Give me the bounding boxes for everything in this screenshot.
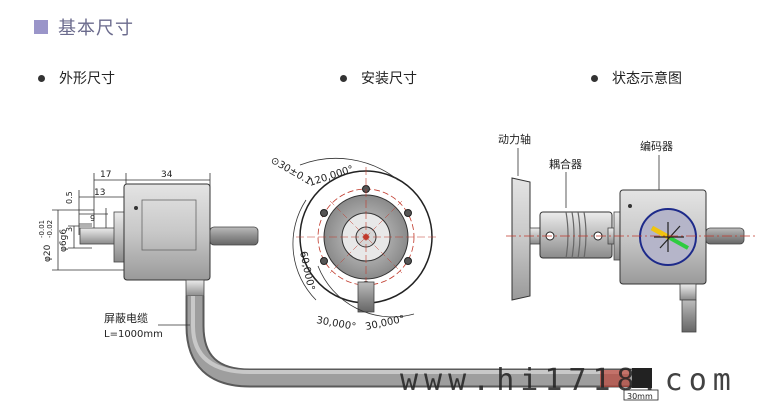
screw-icon (134, 206, 138, 210)
cable-marker (600, 370, 630, 387)
encoder-label-plate (141, 199, 197, 251)
watermark: www.hi1718.com (400, 363, 737, 398)
scale-label: 30mm (627, 392, 653, 401)
section-status: 状态示意图 (591, 68, 682, 88)
dim-34: 34 (161, 170, 173, 180)
dim-9: 9 (90, 214, 95, 223)
bolt-hole-icon (404, 257, 412, 265)
bolt-hole-icon (320, 209, 328, 217)
bolt-hole-icon (404, 209, 412, 217)
dia-20-tol-upper: -0.01 (38, 220, 46, 238)
section-outline-label: 外形尺寸 (59, 71, 115, 87)
dim-17: 17 (100, 170, 111, 180)
drive-plate (511, 177, 531, 301)
cable-gland (185, 279, 205, 297)
angle-30-left: 30,000° (315, 315, 356, 333)
yellow-indicator (650, 225, 672, 241)
cable-label-name: 屏蔽电缆 (104, 312, 148, 325)
section-mounting: 安装尺寸 (340, 68, 417, 88)
outline-drawing: 17 34 13 0.5 9 3 φ20 -0.01 -0.02 φ6g6 屏蔽… (38, 170, 652, 388)
status-cable-down (681, 299, 697, 333)
mount-cable (357, 281, 375, 313)
shaft-label: 动力轴 (498, 132, 531, 146)
angle-120: 120,000° (308, 164, 355, 189)
bolt-circle-dim: ⊙30±0.1 (269, 155, 314, 187)
coupling-label: 耦合器 (549, 157, 582, 171)
encoder-body (123, 183, 211, 281)
angle-60: 60,000° (297, 250, 316, 291)
dim-3: 3 (65, 227, 74, 232)
dim-13: 13 (94, 188, 105, 198)
section-status-label: 状态示意图 (612, 71, 682, 87)
section-outline: 外形尺寸 (38, 68, 115, 88)
dia-20: φ20 (43, 244, 53, 262)
cable-right (209, 226, 259, 246)
cable-label-length: L=1000mm (104, 329, 163, 340)
title-square-icon (34, 20, 48, 34)
dim-0-5: 0.5 (65, 191, 74, 204)
encoder-label: 编码器 (640, 139, 673, 153)
section-mounting-label: 安装尺寸 (361, 71, 417, 87)
bullet-icon (591, 74, 598, 82)
page-title: 基本尺寸 (58, 18, 134, 39)
dia-20-tol-lower: -0.02 (46, 220, 54, 238)
section-title: 基本尺寸 (34, 14, 134, 40)
bullet-icon (340, 74, 347, 82)
bolt-hole-icon (320, 257, 328, 265)
cable-end (632, 368, 652, 388)
scale-bar (623, 389, 659, 401)
status-diagram: 动力轴 耦合器 编码器 (498, 132, 756, 401)
dia-6: φ6g6 (59, 229, 69, 252)
mounting-drawing: ⊙30±0.1 120,000° 60,000° 30,000° 30,000° (269, 155, 436, 333)
bullet-icon (38, 74, 45, 82)
